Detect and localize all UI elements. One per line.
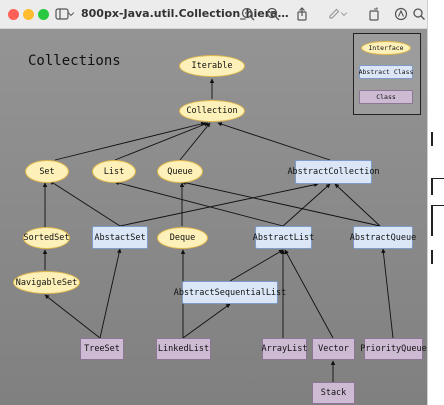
- node-abstract-queue: AbstractQueue: [350, 226, 416, 249]
- minimize-window-button[interactable]: [23, 9, 34, 20]
- node-set: Set: [25, 160, 69, 183]
- node-linked-list: LinkedList: [156, 338, 211, 360]
- node-queue: Queue: [157, 160, 203, 183]
- node-array-list: ArrayList: [261, 338, 308, 360]
- node-navigable-set: NavigableSet: [13, 271, 80, 294]
- node-stack: Stack: [312, 382, 355, 404]
- node-abstract-list: AbstractList: [253, 226, 314, 249]
- legend: Interface Abstract Class Class: [353, 33, 421, 115]
- close-window-button[interactable]: [8, 9, 19, 20]
- node-abstract-collection: AbstractCollection: [287, 160, 380, 184]
- node-list: List: [92, 160, 136, 183]
- sidebar-toggle-icon[interactable]: [53, 5, 71, 23]
- markup-pen-icon[interactable]: [325, 5, 343, 23]
- markup-chevron-down-icon[interactable]: [339, 5, 349, 23]
- document-canvas: Collections Iterable Collection Set List…: [0, 29, 427, 405]
- window-title: 800px-Java.util.Collection_hiera…: [81, 7, 289, 20]
- hierarchy-arrows: [42, 78, 394, 382]
- search-icon[interactable]: [410, 5, 428, 23]
- zoom-in-icon[interactable]: [264, 5, 282, 23]
- node-collection: Collection: [179, 100, 245, 122]
- node-tree-set: TreeSet: [80, 338, 124, 360]
- background-window-glyph: [431, 250, 444, 264]
- node-abstract-sequential-list: AbstractSequentialList: [174, 281, 286, 304]
- chevron-down-icon[interactable]: [66, 5, 76, 23]
- node-priority-queue: PriorityQueue: [360, 338, 427, 360]
- node-vector: Vector: [312, 338, 355, 360]
- share-icon[interactable]: [293, 5, 311, 23]
- legend-interface: Interface: [361, 41, 411, 55]
- background-window-edge: [427, 0, 444, 405]
- window-titlebar: 800px-Java.util.Collection_hiera…: [0, 0, 427, 29]
- rotate-icon[interactable]: [365, 5, 383, 23]
- background-window-glyph: [431, 178, 444, 195]
- background-window-glyph: [431, 132, 444, 146]
- annotate-icon[interactable]: [392, 5, 410, 23]
- zoom-out-icon[interactable]: [239, 5, 257, 23]
- node-sorted-set: SortedSet: [23, 227, 70, 249]
- node-iterable: Iterable: [179, 55, 245, 77]
- node-deque: Deque: [157, 227, 208, 249]
- legend-abstract-class: Abstract Class: [359, 65, 413, 79]
- zoom-window-button[interactable]: [38, 9, 49, 20]
- node-abstract-set: AbstactSet: [92, 226, 148, 249]
- diagram-title: Collections: [28, 53, 121, 69]
- background-window-glyph: [431, 205, 444, 236]
- legend-class: Class: [359, 90, 413, 104]
